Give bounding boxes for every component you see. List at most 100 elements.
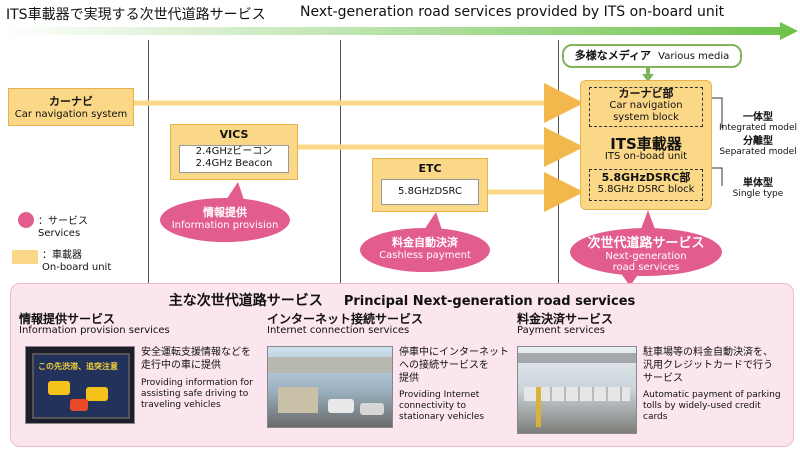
service-1-title-en: Information provision services <box>19 325 170 336</box>
car-nav-block: カーナビ部 Car navigation system block <box>589 87 703 127</box>
title-japanese: ITS車載器で実現する次世代道路サービス <box>6 7 266 23</box>
service-3-desc-en-line: Automatic payment of parking <box>643 390 781 400</box>
vics-beacon-jp: 2.4GHzビーコン <box>195 146 273 157</box>
car-nav-label-jp: カーナビ <box>49 95 93 108</box>
car-icon <box>48 381 70 395</box>
cashless-jp: 料金自動決済 <box>392 236 458 249</box>
principal-title: 主な次世代道路サービス Principal Next-generation ro… <box>11 290 793 310</box>
dsrc-block: 5.8GHzDSRC部 5.8GHz DSRC block <box>589 169 703 201</box>
service-2-title-jp: インターネット接続サービス <box>267 312 424 326</box>
service-2-desc-jp-line: 提供 <box>399 373 419 384</box>
car-nav-block-jp: カーナビ部 <box>618 87 674 100</box>
info-provision-bubble: 情報提供 Information provision <box>160 198 290 242</box>
service-3-desc-en-line: tolls by widely-used credit <box>643 401 761 411</box>
principal-title-en: Principal Next-generation road services <box>343 294 636 309</box>
roadside-display-screen: この先渋滞、追突注意 <box>32 353 130 419</box>
service-1-desc-en-line: traveling vehicles <box>141 400 221 410</box>
info-provision-en: Information provision <box>171 220 279 231</box>
principal-services-panel: 主な次世代道路サービス Principal Next-generation ro… <box>10 283 794 447</box>
divider-line <box>340 40 341 290</box>
service-3-desc-en-line: cards <box>643 412 668 422</box>
parked-car <box>360 403 384 415</box>
vics-beacon-en: 2.4GHz Beacon <box>195 158 273 169</box>
separated-jp: 分離型 <box>743 136 773 147</box>
legend-service-swatch <box>18 212 34 228</box>
cashless-en: Cashless payment <box>379 250 471 261</box>
service-3-desc-jp-line: サービス <box>643 373 683 384</box>
car-navigation-box: カーナビ Car navigation system <box>8 88 134 126</box>
various-media-label: 多様なメディア Various media <box>562 44 742 68</box>
legend-unit-en: On-board unit <box>42 262 112 273</box>
separated-en: Separated model <box>719 147 797 157</box>
service-1-desc-jp-line: 走行中の車に提供 <box>141 360 221 371</box>
service-2-photo <box>267 346 393 428</box>
service-2-desc-en: Providing Internet connectivity to stati… <box>399 390 484 423</box>
single-jp: 単体型 <box>743 178 773 189</box>
its-unit-title-jp: ITS車載器 <box>610 135 682 153</box>
its-onboard-unit: カーナビ部 Car navigation system block ITS車載器… <box>580 80 712 210</box>
service-2-desc-jp-line: 停車中にインターネット <box>399 347 509 358</box>
service-1-desc-en-line: Providing information for <box>141 378 253 388</box>
service-2-desc-en-line: connectivity to <box>399 401 466 411</box>
single-en: Single type <box>732 189 784 199</box>
single-type-label: 単体型 Single type <box>716 178 800 200</box>
car-nav-block-en2: system block <box>613 112 679 123</box>
various-media-en: Various media <box>658 51 730 62</box>
dsrc-block-en: 5.8GHz DSRC block <box>597 184 695 195</box>
service-1-desc-jp-line: 安全運転支援情報などを <box>141 347 251 358</box>
legend-services: ：サービス Services <box>38 216 88 240</box>
service-3-desc-jp-line: 駐車場等の料金自動決済を、 <box>643 347 773 358</box>
separated-model-label: 分離型 Separated model <box>716 136 800 158</box>
next-gen-en2: road services <box>612 262 680 273</box>
display-warning-text: この先渋滞、追突注意 <box>38 362 118 371</box>
info-provision-jp: 情報提供 <box>203 206 247 219</box>
car-icon <box>70 399 88 411</box>
integrated-jp: 一体型 <box>743 112 773 123</box>
car-nav-label-en: Car navigation system <box>14 109 128 120</box>
service-3-title-jp: 料金決済サービス <box>517 312 614 326</box>
service-2-desc-en-line: stationary vehicles <box>399 412 485 422</box>
vics-label: VICS <box>219 128 249 141</box>
its-unit-title-en: ITS on-boad unit <box>604 151 688 162</box>
integrated-en: Integrated model <box>718 123 798 133</box>
legend-unit-jp: ：車載器 <box>42 250 82 261</box>
title-english: Next-generation road services provided b… <box>300 4 725 20</box>
legend-unit-swatch <box>12 250 38 264</box>
legend-unit: ：車載器 On-board unit <box>42 250 111 274</box>
vics-beacon-box: 2.4GHzビーコン 2.4GHz Beacon <box>179 145 289 173</box>
various-media-jp: 多様なメディア <box>574 49 651 62</box>
service-3-desc-jp-line: 汎用クレジットカードで行う <box>643 360 773 371</box>
divider-line <box>148 40 149 290</box>
etc-dsrc-text: 5.8GHzDSRC <box>398 186 462 197</box>
next-gen-en1: Next-generation <box>605 251 687 262</box>
parked-car <box>328 399 354 413</box>
integrated-model-label: 一体型 Integrated model <box>716 112 800 134</box>
parked-cars-row <box>524 387 630 401</box>
service-1-desc-en: Providing information for assisting safe… <box>141 378 253 411</box>
service-3-desc-en: Automatic payment of parking tolls by wi… <box>643 390 781 423</box>
next-gen-services-bubble: 次世代道路サービス Next-generation road services <box>570 228 722 276</box>
service-3-title-en: Payment services <box>517 325 605 336</box>
etc-dsrc-box: 5.8GHzDSRC <box>381 179 479 205</box>
etc-box: ETC 5.8GHzDSRC <box>372 158 488 212</box>
service-3-photo <box>517 346 637 434</box>
service-2-desc-en-line: Providing Internet <box>399 390 480 400</box>
next-gen-jp: 次世代道路サービス <box>587 236 705 251</box>
legend-services-en: Services <box>38 228 81 239</box>
car-nav-block-en1: Car navigation <box>609 100 683 111</box>
service-2-desc-jp: 停車中にインターネット への接続サービスを 提供 <box>399 346 509 385</box>
dsrc-block-jp: 5.8GHzDSRC部 <box>601 171 691 184</box>
cashless-payment-bubble: 料金自動決済 Cashless payment <box>360 228 490 272</box>
etc-label: ETC <box>418 162 442 175</box>
legend-services-jp: ：サービス <box>38 216 88 227</box>
connector-arrows <box>132 66 723 286</box>
principal-title-jp: 主な次世代道路サービス <box>168 293 323 309</box>
service-1-title-jp: 情報提供サービス <box>19 312 116 326</box>
service-2-title-en: Internet connection services <box>267 325 410 336</box>
vics-box: VICS 2.4GHzビーコン 2.4GHz Beacon <box>170 124 298 180</box>
parking-canopy <box>518 353 636 363</box>
payment-post <box>536 387 541 427</box>
service-1-desc-jp: 安全運転支援情報などを 走行中の車に提供 <box>141 346 251 372</box>
building <box>278 387 318 413</box>
service-3-desc-jp: 駐車場等の料金自動決済を、 汎用クレジットカードで行う サービス <box>643 346 773 385</box>
